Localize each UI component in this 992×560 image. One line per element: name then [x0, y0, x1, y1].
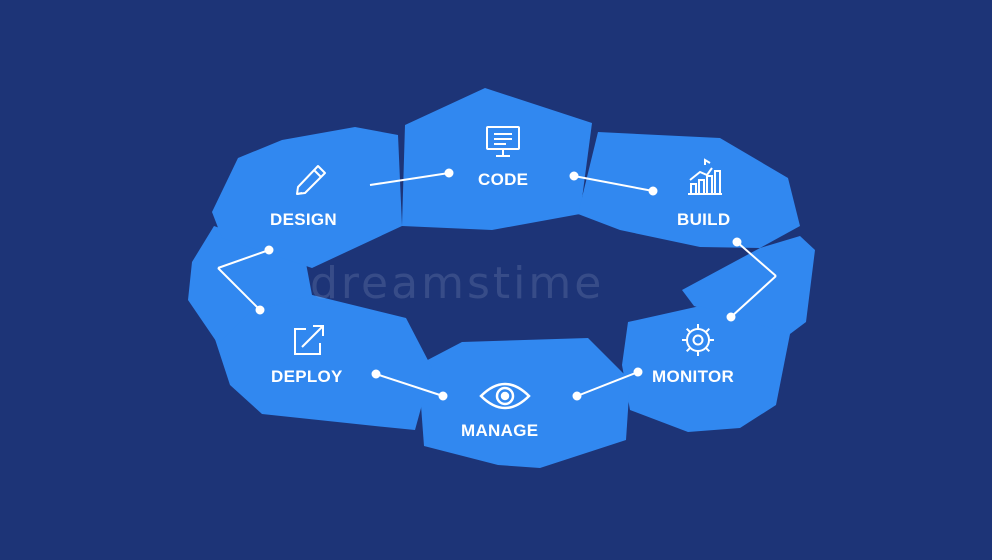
segment-deploy [212, 292, 432, 430]
step-label-code: CODE [478, 170, 529, 189]
connector-lines [217, 168, 777, 401]
segment-build [578, 132, 800, 248]
pencil-icon [296, 165, 326, 195]
eye-icon [479, 382, 531, 410]
segment-code [402, 88, 592, 230]
segment-design [212, 127, 402, 268]
monitor-icon [486, 126, 520, 157]
watermark: dreamstime [310, 258, 605, 309]
step-label-deploy: DEPLOY [271, 367, 343, 386]
gear-icon [682, 324, 714, 356]
segment-manage [418, 338, 630, 468]
step-label-build: BUILD [677, 210, 731, 229]
step-label-design: DESIGN [270, 210, 337, 229]
step-label-manage: MANAGE [461, 421, 539, 440]
step-label-monitor: MONITOR [652, 367, 735, 386]
segment-monitor [622, 306, 790, 432]
growth-chart-icon [688, 158, 722, 195]
expand-arrow-icon [294, 325, 324, 355]
